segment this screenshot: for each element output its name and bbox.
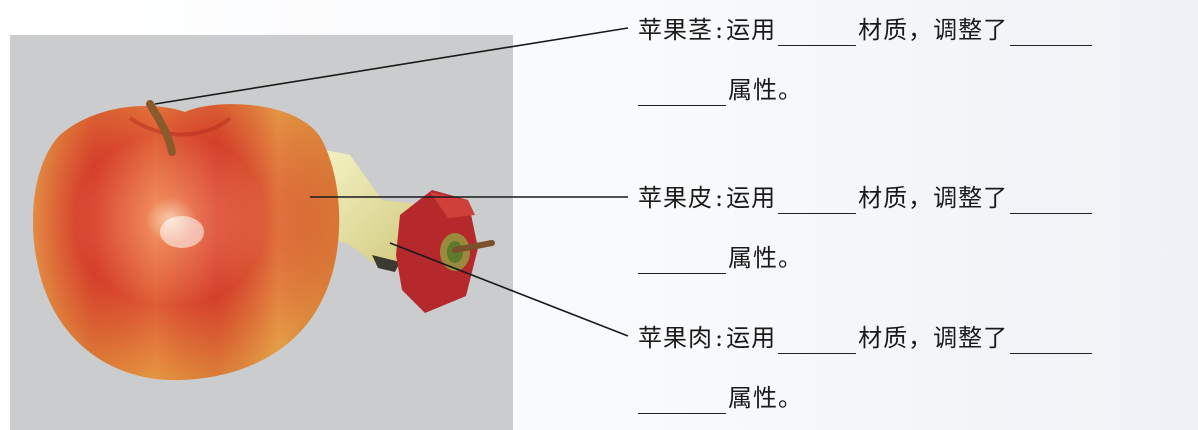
prefix-text: 运用 [726,16,777,44]
part-label: 苹果肉 [638,324,713,352]
part-label: 苹果茎 [638,16,713,44]
colon: : [715,324,725,352]
suffix-text: 属性。 [728,76,803,104]
prefix-text: 运用 [726,324,777,352]
suffix-text: 属性。 [728,384,803,412]
blank-attribute-cont[interactable] [638,79,726,106]
suffix-text: 属性。 [728,244,803,272]
apple-body [32,104,340,381]
blank-attribute-cont[interactable] [638,247,726,274]
caption-flesh: 苹果肉:运用 材质，调整了 属性。 [638,322,1094,414]
caption-skin: 苹果皮:运用 材质，调整了 属性。 [638,182,1094,274]
middle-text: 材质，调整了 [858,324,1009,352]
apple-stem [146,100,176,156]
prefix-text: 运用 [726,184,777,212]
middle-text: 材质，调整了 [858,184,1009,212]
blank-attribute[interactable] [1010,19,1093,46]
blank-material[interactable] [778,19,857,46]
caption-stem: 苹果茎:运用 材质，调整了 属性。 [638,14,1094,106]
middle-text: 材质，调整了 [858,16,1009,44]
leader-line-flesh [389,242,629,337]
blank-attribute-cont[interactable] [638,387,726,414]
blank-material[interactable] [778,327,857,354]
colon: : [715,184,725,212]
apple-core [322,150,495,313]
blank-attribute[interactable] [1010,327,1093,354]
leader-line-stem [154,27,629,105]
part-label: 苹果皮 [638,184,713,212]
blank-material[interactable] [778,187,857,214]
colon: : [715,16,725,44]
blank-attribute[interactable] [1010,187,1093,214]
